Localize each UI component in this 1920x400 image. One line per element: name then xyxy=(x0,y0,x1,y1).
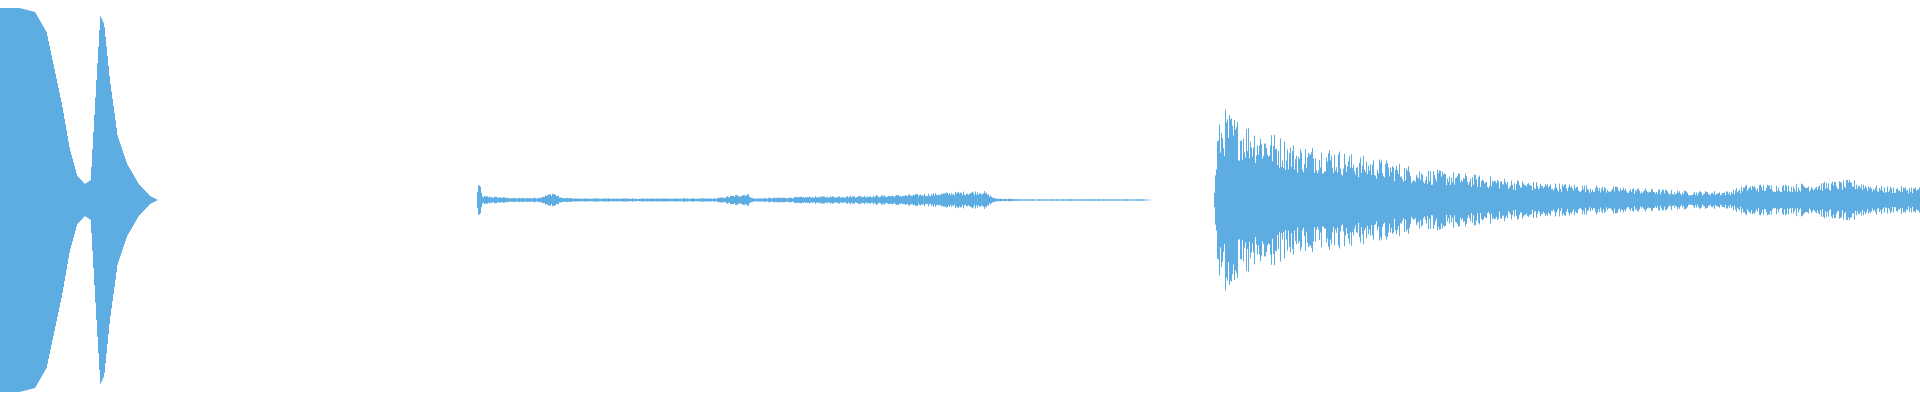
waveform-peak-path xyxy=(0,8,1920,392)
waveform-peaks xyxy=(0,8,1920,392)
